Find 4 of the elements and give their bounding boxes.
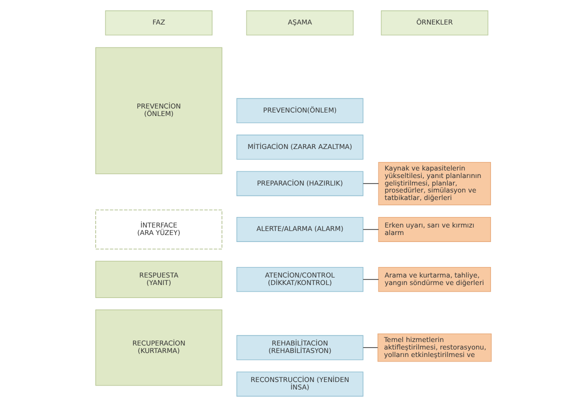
connector xyxy=(362,279,378,280)
connector xyxy=(362,347,378,348)
connector xyxy=(362,183,378,184)
connector xyxy=(362,229,378,230)
